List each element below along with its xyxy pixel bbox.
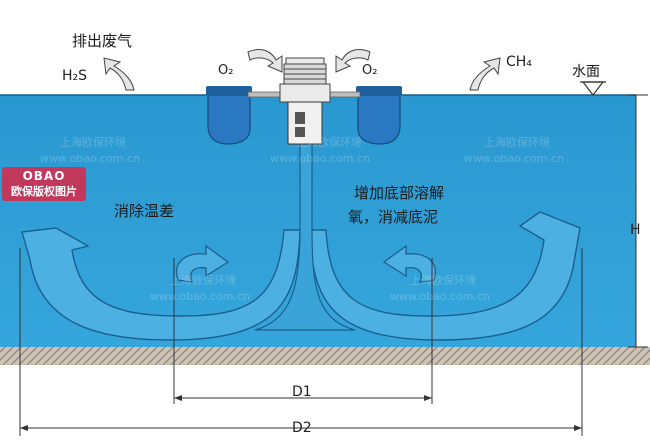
motor-fin-1 [283, 63, 327, 70]
d1-label: D1 [292, 384, 312, 400]
h-label: H [630, 222, 641, 238]
d1-arrow-left [174, 395, 182, 401]
motor-fin-3 [283, 73, 327, 80]
exhaust-label: 排出废气 [72, 32, 132, 50]
pump-window-2 [295, 127, 305, 137]
watermark-cn-4: 上海欧保环境 [170, 273, 236, 287]
watermark-cn-3: 上海欧保环境 [484, 135, 550, 149]
o2-arrow-right [335, 49, 371, 73]
d1-arrow-right [424, 395, 432, 401]
right-float [357, 87, 401, 145]
water-surface-triangle [581, 81, 605, 96]
o2-left-label: O₂ [218, 63, 233, 78]
watermark-url-2: www.obao.com.cn [270, 152, 370, 165]
d2-label: D2 [292, 420, 312, 436]
water-surface-label: 水面 [572, 64, 600, 80]
pump-window-1 [295, 112, 305, 124]
watermark-cn-1: 上海欧保环境 [60, 135, 126, 149]
left-float-top [206, 86, 252, 96]
watermark-cn-2: 上海欧保环境 [296, 135, 362, 149]
o2-right-label: O₂ [362, 63, 377, 78]
flow-arrow-outer-left [21, 227, 301, 341]
flow-arrow-inner-left [176, 244, 230, 283]
downflow-column [254, 139, 356, 331]
watermark-url-1: www.obao.com.cn [40, 152, 140, 165]
watermark-url-4: www.obao.com.cn [150, 290, 250, 303]
eliminate-temp-label: 消除温差 [114, 202, 174, 220]
increase-oxygen-label-2: 氧，消减底泥 [348, 208, 438, 226]
left-float [207, 87, 251, 145]
motor-fin-2 [283, 68, 327, 75]
right-float-top [356, 86, 402, 96]
h2s-label: H₂S [62, 68, 87, 84]
copyright-logo: OBAO 欧保版权图片 [2, 167, 86, 201]
flow-arrow-outer-right [309, 211, 581, 341]
d2-arrow-left [20, 425, 28, 431]
ch4-arrow [469, 57, 501, 91]
sediment-layer [0, 347, 650, 365]
logo-caption: 欧保版权图片 [11, 185, 77, 198]
watermark-cn-5: 上海欧保环境 [410, 273, 476, 287]
watermark-url-3: www.obao.com.cn [464, 152, 564, 165]
d2-arrow-right [574, 425, 582, 431]
flow-arrow-inner-right [382, 244, 436, 283]
aerator-device [206, 57, 402, 145]
motor-base [279, 83, 331, 103]
h2s-arrow [103, 57, 135, 91]
o2-arrow-left [247, 49, 283, 73]
increase-oxygen-label-1: 增加底部溶解 [354, 184, 444, 202]
logo-brand: OBAO [22, 169, 66, 183]
motor-fin-4 [283, 78, 327, 85]
ch4-label: CH₄ [506, 54, 532, 70]
motor-cap [285, 57, 325, 65]
watermark-url-5: www.obao.com.cn [390, 290, 490, 303]
